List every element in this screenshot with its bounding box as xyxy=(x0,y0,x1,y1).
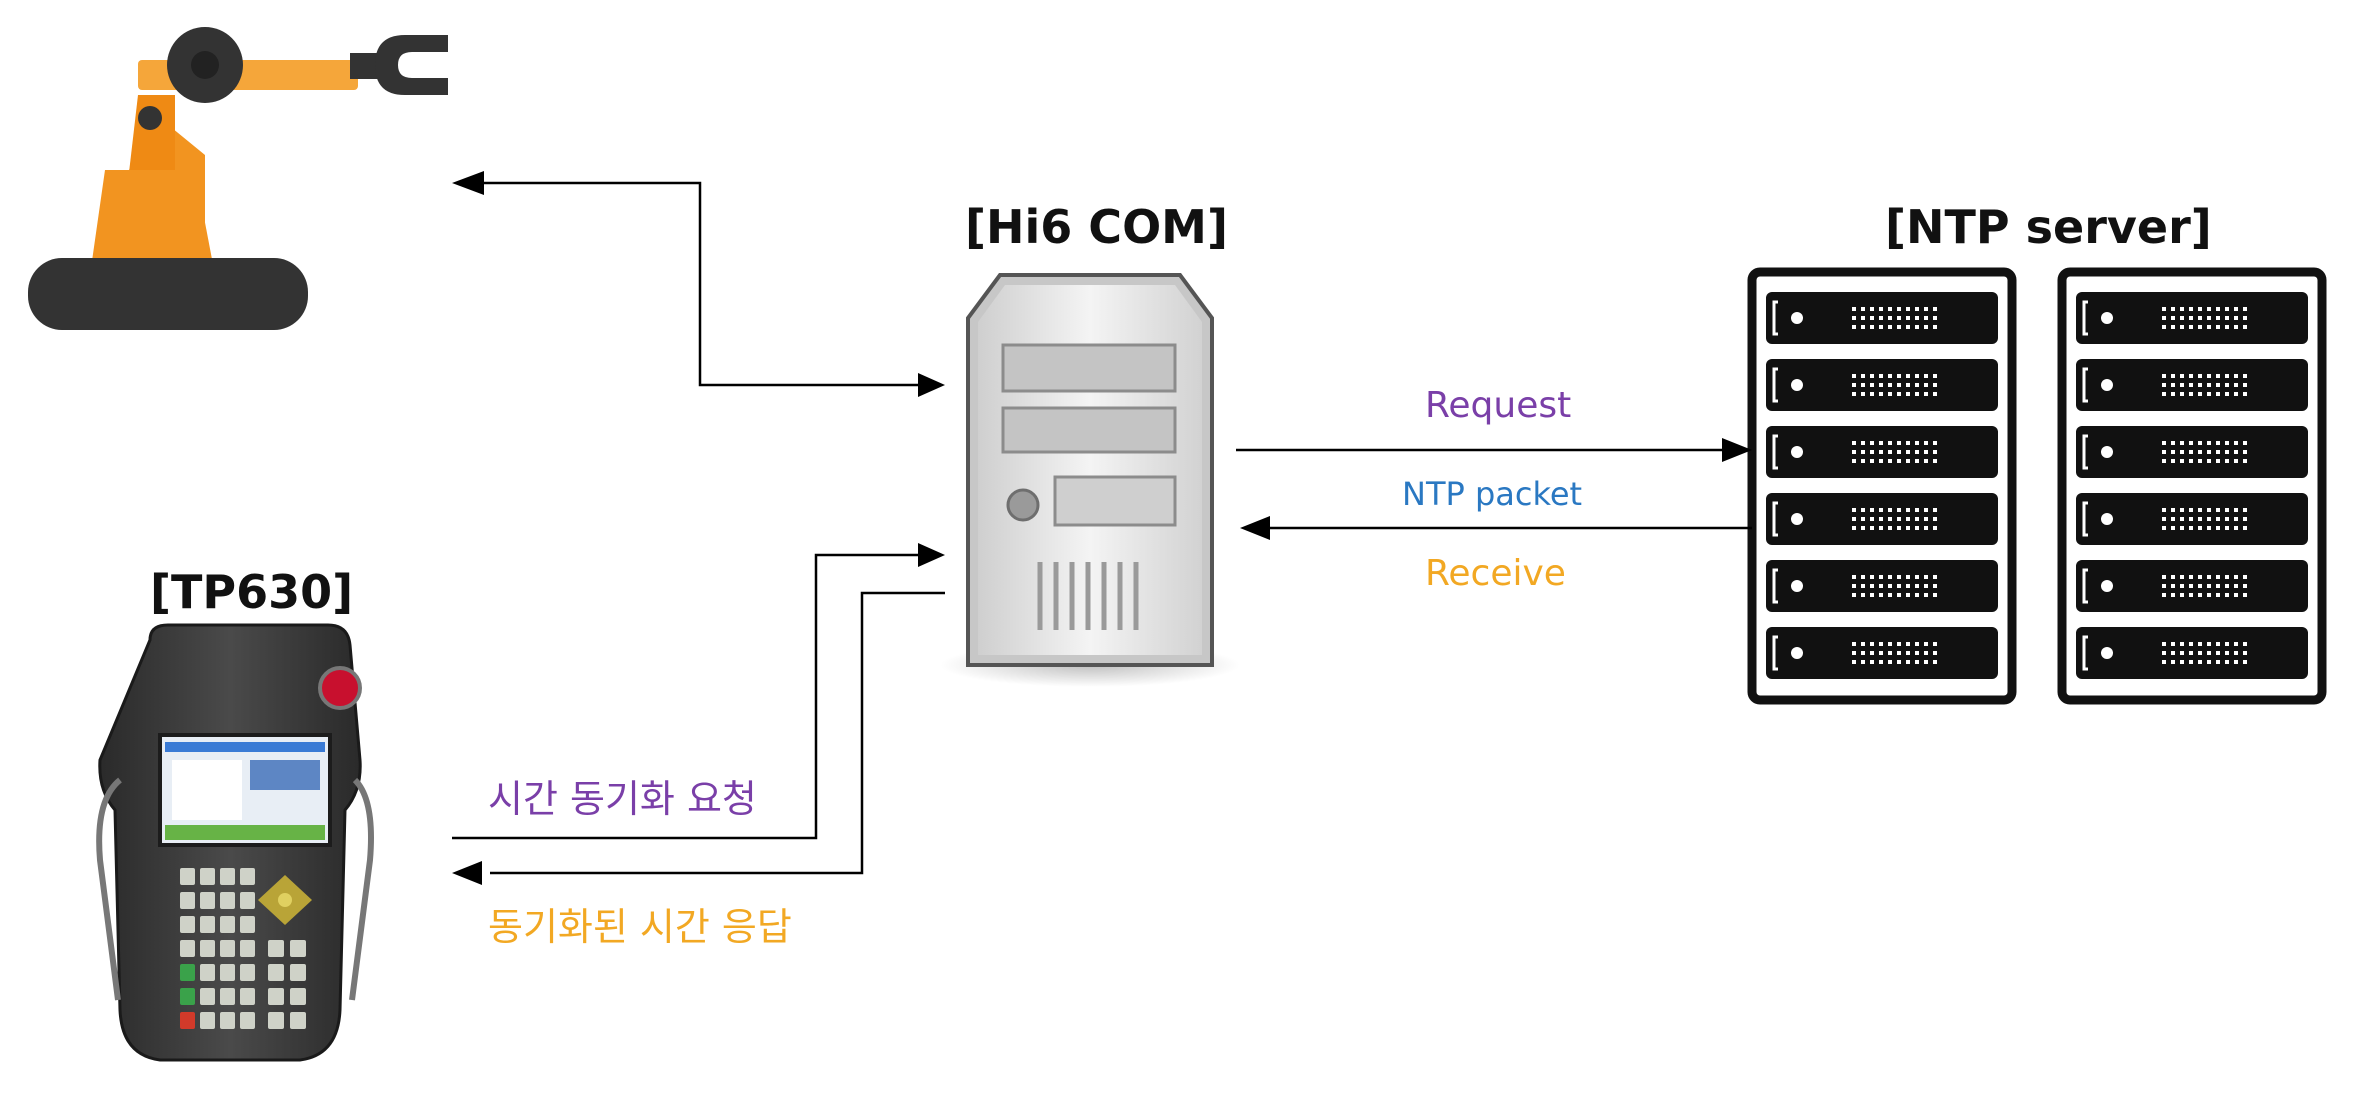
pendant-key xyxy=(240,964,255,981)
rack-unit xyxy=(1766,359,1998,411)
rack-unit xyxy=(2076,426,2308,478)
pendant-key xyxy=(240,892,255,909)
sync-response-label: 동기화된 시간 응답 xyxy=(488,905,792,949)
pendant-key xyxy=(220,964,235,981)
ntp-server-label: [NTP server] xyxy=(1885,200,2212,254)
pendant-key xyxy=(240,868,255,885)
pendant-key xyxy=(180,916,195,933)
rack-unit xyxy=(2076,560,2308,612)
pendant-key xyxy=(220,1012,235,1029)
pendant-key xyxy=(290,964,306,981)
connectors xyxy=(452,181,1752,875)
arrow-to-tp xyxy=(452,861,482,885)
rack-unit xyxy=(2076,493,2308,545)
tp630-label: [TP630] xyxy=(150,565,354,619)
arrowheads xyxy=(452,171,1752,885)
ntp-packet-label: NTP packet xyxy=(1402,475,1583,513)
arrow-to-ntp xyxy=(1722,438,1752,462)
rack-unit xyxy=(1766,627,1998,679)
pendant-key xyxy=(240,940,255,957)
pendant-key xyxy=(240,1012,255,1029)
pendant-key xyxy=(220,940,235,957)
pendant-key xyxy=(240,988,255,1005)
server-rack-icon xyxy=(1747,267,2327,705)
pendant-key xyxy=(200,964,215,981)
pendant-keypad xyxy=(180,868,306,1029)
pendant-key xyxy=(180,868,195,885)
rack-unit xyxy=(2076,292,2308,344)
arrow-robot-to-com xyxy=(918,373,945,397)
pendant-key xyxy=(268,1012,284,1029)
pendant-key xyxy=(180,1012,195,1029)
pendant-key xyxy=(268,964,284,981)
pendant-key xyxy=(200,988,215,1005)
pendant-key xyxy=(290,940,306,957)
pendant-key xyxy=(180,964,195,981)
pendant-key xyxy=(200,916,215,933)
pendant-key xyxy=(240,916,255,933)
pendant-key xyxy=(200,892,215,909)
receive-label: Receive xyxy=(1425,553,1566,594)
pendant-key xyxy=(268,988,284,1005)
arrow-to-com xyxy=(1240,516,1270,540)
rack-unit xyxy=(1766,426,1998,478)
rack-unit xyxy=(1766,493,1998,545)
pendant-key xyxy=(268,940,284,957)
teach-pendant-icon xyxy=(96,623,374,1062)
arrow-to-robot xyxy=(452,171,484,195)
rack-unit xyxy=(1766,292,1998,344)
pendant-key xyxy=(220,988,235,1005)
arrow-tp-to-com xyxy=(918,543,945,567)
pendant-key xyxy=(200,940,215,957)
robot-link-line xyxy=(467,181,920,387)
pendant-key xyxy=(180,892,195,909)
pendant-key xyxy=(180,988,195,1005)
pendant-key xyxy=(200,868,215,885)
server-tower-icon xyxy=(940,273,1240,687)
pendant-key xyxy=(180,940,195,957)
sync-request-label: 시간 동기화 요청 xyxy=(488,777,757,821)
pendant-key xyxy=(220,868,235,885)
pendant-key xyxy=(220,916,235,933)
rack-unit xyxy=(2076,359,2308,411)
pendant-key xyxy=(220,892,235,909)
sync-response-line xyxy=(490,591,945,875)
rack-unit xyxy=(2076,627,2308,679)
robot-arm-icon xyxy=(28,27,448,330)
rack-unit xyxy=(1766,560,1998,612)
pendant-key xyxy=(290,1012,306,1029)
hi6-com-label: [Hi6 COM] xyxy=(965,200,1228,254)
sync-request-line xyxy=(452,553,920,840)
request-label: Request xyxy=(1425,385,1572,426)
pendant-key xyxy=(290,988,306,1005)
pendant-key xyxy=(200,1012,215,1029)
